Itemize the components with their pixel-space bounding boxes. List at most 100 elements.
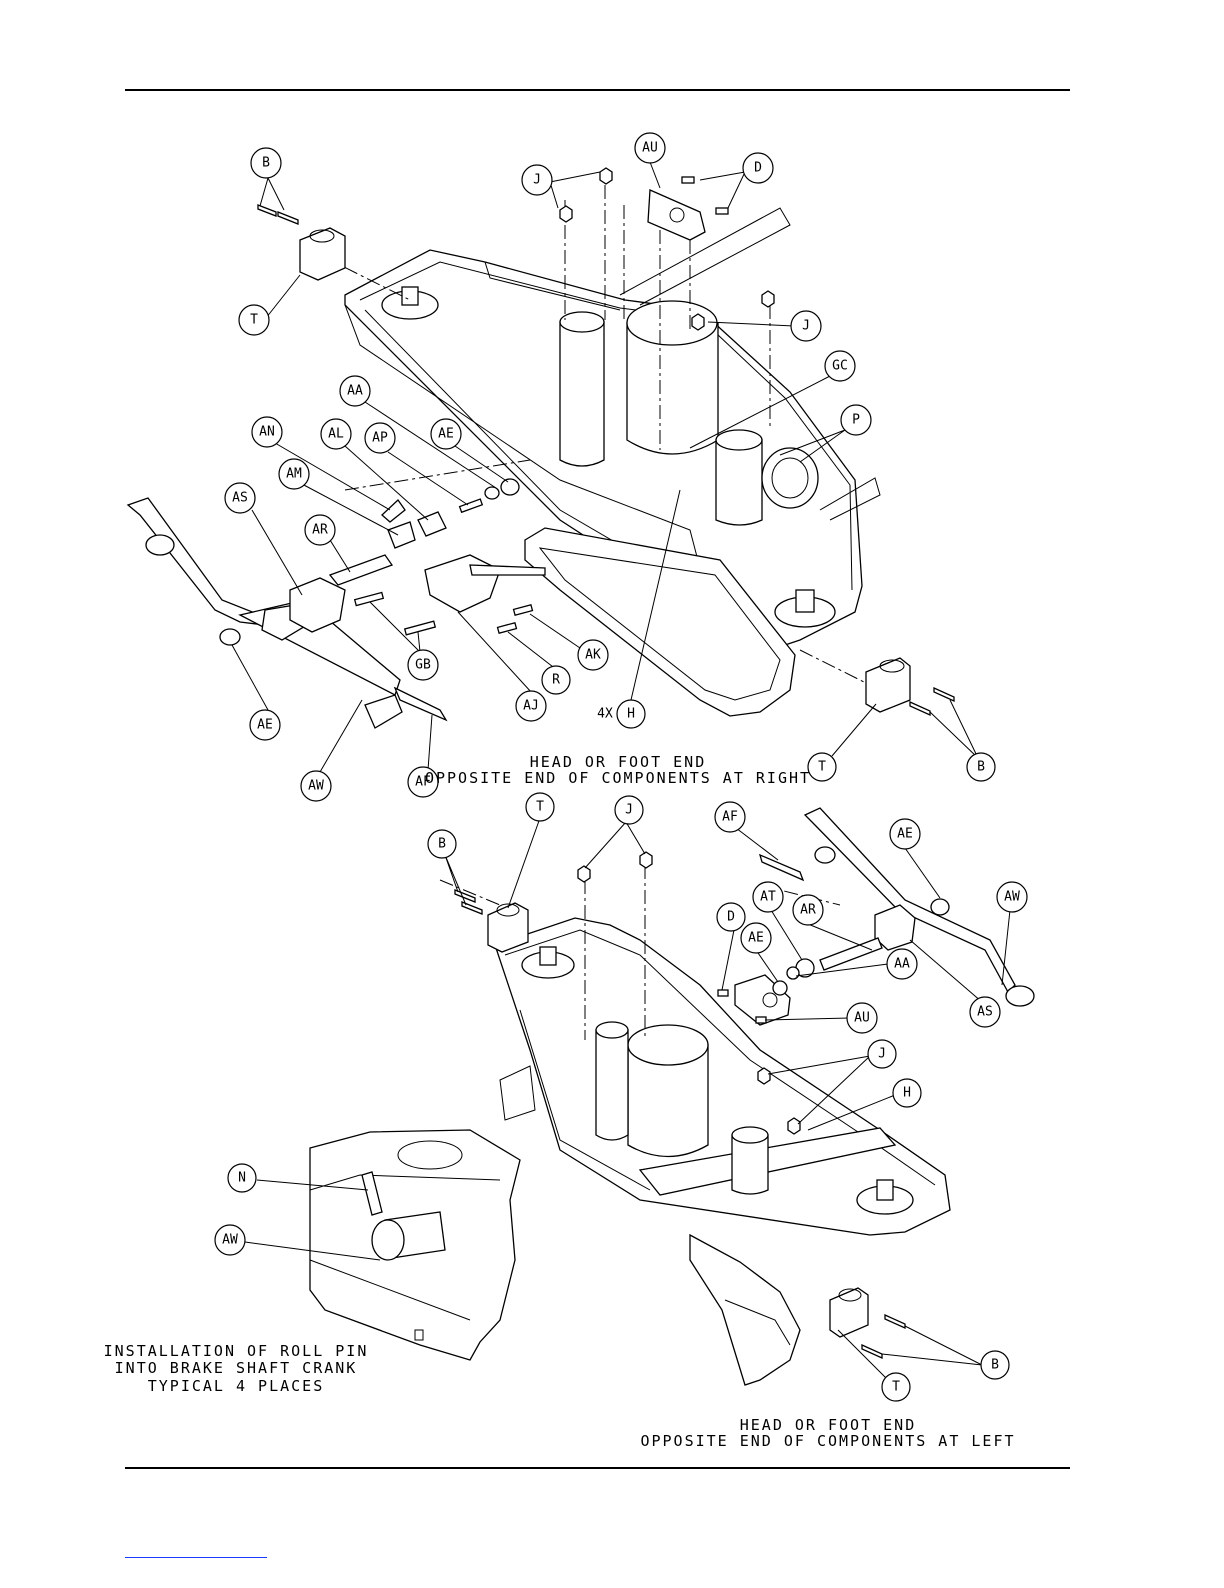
bottom-base-pan: [690, 1235, 800, 1385]
inset-caption-line1: INSTALLATION OF ROLL PIN: [104, 1342, 369, 1360]
roll-pin-inset: [310, 1130, 520, 1360]
bottom-bracket-t-right: [830, 1288, 868, 1337]
callout-bottom-d-label: D: [727, 910, 735, 925]
top-bolt-gb-b: [405, 621, 436, 635]
callout-top-j1-label: J: [533, 173, 541, 188]
top-right-post: [716, 440, 762, 525]
callout-top-b1-label: B: [262, 156, 270, 171]
bottom-caption-line2: OPPOSITE END OF COMPONENTS AT LEFT: [640, 1432, 1015, 1450]
callout-top-ae2-label: AE: [257, 718, 273, 733]
bottom-nut-j-c: [758, 1068, 770, 1084]
callout-bottom-t1-label: T: [536, 800, 544, 815]
bottom-pin-af: [760, 855, 803, 880]
top-bracket-t-right: [866, 658, 910, 712]
callout-top-b2-label: B: [977, 760, 985, 775]
callout-top-h-label: H: [627, 707, 635, 722]
callout-top-gb-label: GB: [415, 658, 431, 673]
top-housing-as: [290, 578, 345, 632]
top-bolt-b-a: [258, 205, 276, 216]
header-rule: [125, 89, 1070, 91]
top-nut-j-b: [600, 168, 612, 184]
top-bolt-b-b: [278, 212, 298, 224]
callout-bottom-ae2-label: AE: [748, 931, 764, 946]
bottom-bracket-t-left: [488, 903, 528, 952]
top-nut-j-c: [762, 291, 774, 307]
callout-top-ak-label: AK: [585, 648, 601, 663]
callout-inset-n-label: N: [238, 1171, 246, 1186]
top-left-post: [560, 322, 604, 466]
callout-top-t1-label: T: [250, 313, 258, 328]
bottom-assembly-view: [440, 808, 1034, 1385]
top-screw-ak: [514, 605, 533, 615]
top-assembly-view: [128, 168, 954, 728]
top-washer-aa: [485, 487, 499, 499]
bottom-screw-d-b: [756, 1017, 766, 1023]
top-plate-au: [648, 190, 705, 240]
top-bolt-ap: [460, 499, 483, 512]
bottom-left-post-top: [596, 1022, 628, 1038]
top-bolt-b-d: [910, 702, 930, 715]
top-right-post-top: [716, 430, 762, 450]
callout-bottom-t2-label: T: [892, 1380, 900, 1395]
callout-bottom-j2-label: J: [878, 1047, 886, 1062]
top-bushing-ae-left: [220, 629, 240, 645]
footer-rule: [125, 1467, 1070, 1469]
callout-bottom-j1-label: J: [625, 803, 633, 818]
callout-bottom-h-label: H: [903, 1086, 911, 1101]
inset-caption-line2: INTO BRAKE SHAFT CRANK: [115, 1359, 358, 1377]
callout-bottom-as-label: AS: [977, 1005, 993, 1020]
bottom-shaft-ar: [820, 938, 882, 970]
callout-bottom-aw-label: AW: [1004, 890, 1020, 905]
top-clevis: [365, 695, 402, 728]
callout-top-d-label: D: [754, 161, 762, 176]
callout-bottom-ar-label: AR: [800, 903, 816, 918]
bottom-pedal-hub: [1006, 986, 1034, 1006]
bottom-bushing-ae-mid: [773, 981, 787, 995]
top-caster-stem-right: [796, 590, 814, 612]
top-spring-an: [382, 500, 405, 522]
top-bracket-aj: [425, 555, 500, 612]
callout-top-h-qty: 4X: [597, 707, 613, 722]
top-bolt-b-c: [934, 688, 954, 701]
callout-bottom-aa-label: AA: [894, 957, 910, 972]
bottom-nut-j-a: [578, 866, 590, 882]
bottom-bolt-b-c: [885, 1315, 905, 1328]
callout-top-ar-label: AR: [312, 523, 328, 538]
callout-top-r-label: R: [552, 673, 560, 688]
callout-top-am-label: AM: [286, 467, 302, 482]
callout-bottom-ae1-label: AE: [897, 827, 913, 842]
top-shaft-ar: [330, 555, 392, 585]
callout-top-ae1-label: AE: [438, 427, 454, 442]
top-bolt-gb-a: [355, 592, 384, 605]
top-nut-j-d: [692, 314, 704, 330]
callout-top-ap-label: AP: [372, 431, 388, 446]
top-spring-roller: [762, 448, 818, 508]
callout-top-gc-label: GC: [832, 359, 848, 374]
top-screw-r: [498, 623, 517, 633]
top-cam-al: [418, 512, 446, 536]
top-pin-af: [395, 688, 446, 720]
top-cam-am: [388, 522, 415, 548]
top-nut-j-a: [560, 206, 572, 222]
footer-link-underline: [125, 1557, 267, 1558]
bottom-bolt-b-d: [862, 1345, 882, 1358]
callout-bottom-b1-label: B: [438, 837, 446, 852]
top-caption-line2: OPPOSITE END OF COMPONENTS AT RIGHT: [425, 769, 811, 787]
top-pedal-hub: [146, 535, 174, 555]
callout-top-aj-label: AJ: [523, 699, 539, 714]
bottom-nut-j-b: [640, 852, 652, 868]
bottom-caster-stem-left: [540, 947, 556, 965]
bottom-column-top: [628, 1025, 708, 1065]
inset-caption-line3: TYPICAL 4 PLACES: [148, 1377, 325, 1395]
callout-top-aw-label: AW: [308, 779, 324, 794]
bottom-nut-j-d: [788, 1118, 800, 1134]
bottom-right-post-top: [732, 1127, 768, 1143]
callout-top-an-label: AN: [259, 425, 275, 440]
bottom-washer-aa: [787, 967, 799, 979]
callout-inset-aw-label: AW: [222, 1233, 238, 1248]
top-left-post-top: [560, 312, 604, 332]
inset-crank-aw: [372, 1220, 404, 1260]
callout-bottom-af-label: AF: [722, 810, 738, 825]
